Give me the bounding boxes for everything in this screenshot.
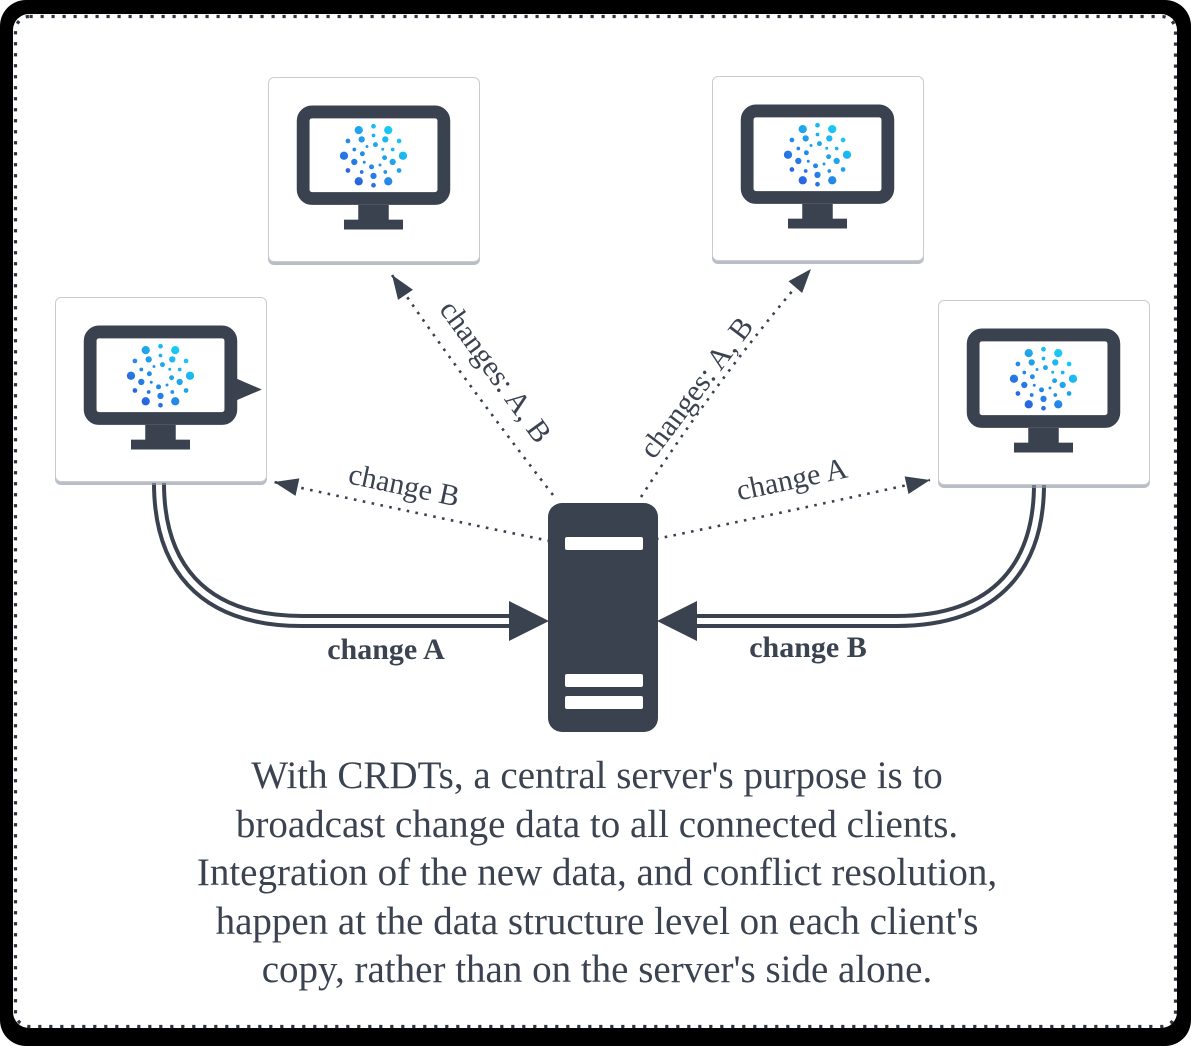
- arrow-from-left-client: [152, 482, 549, 641]
- server-tower-icon: [548, 503, 658, 732]
- client-card-top-right: [712, 76, 924, 261]
- monitor-dots-speech-icon: [56, 298, 262, 480]
- caption-line: copy, rather than on the server's side a…: [261, 948, 933, 991]
- speech-tail: [234, 377, 262, 402]
- arrow-broadcast-right: [639, 268, 812, 498]
- arrowhead: [509, 601, 549, 641]
- client-card-left: [55, 297, 267, 482]
- caption-line: Integration of the new data, and conflic…: [196, 851, 998, 894]
- arrow-broadcast-left: [390, 274, 555, 496]
- arrow-to-left-client: [273, 478, 551, 543]
- caption-line: With CRDTs, a central server's purpose i…: [251, 754, 943, 797]
- monitor-dots-icon: [713, 77, 922, 259]
- monitor-dots-icon: [269, 78, 478, 260]
- caption-text: With CRDTs, a central server's purpose i…: [97, 752, 1097, 995]
- caption-line: happen at the data structure level on ea…: [215, 899, 979, 943]
- client-card-top-left: [268, 77, 480, 262]
- arrow-to-right-client: [655, 476, 931, 541]
- label-change-a-solid: change A: [327, 633, 445, 666]
- arrowhead: [657, 601, 697, 641]
- arrow-from-right-client: [657, 483, 1046, 641]
- label-change-b-solid: change B: [749, 631, 867, 664]
- client-card-right: [938, 300, 1150, 485]
- caption-line: broadcast change data to all connected c…: [235, 802, 959, 846]
- monitor-dots-icon: [939, 301, 1148, 483]
